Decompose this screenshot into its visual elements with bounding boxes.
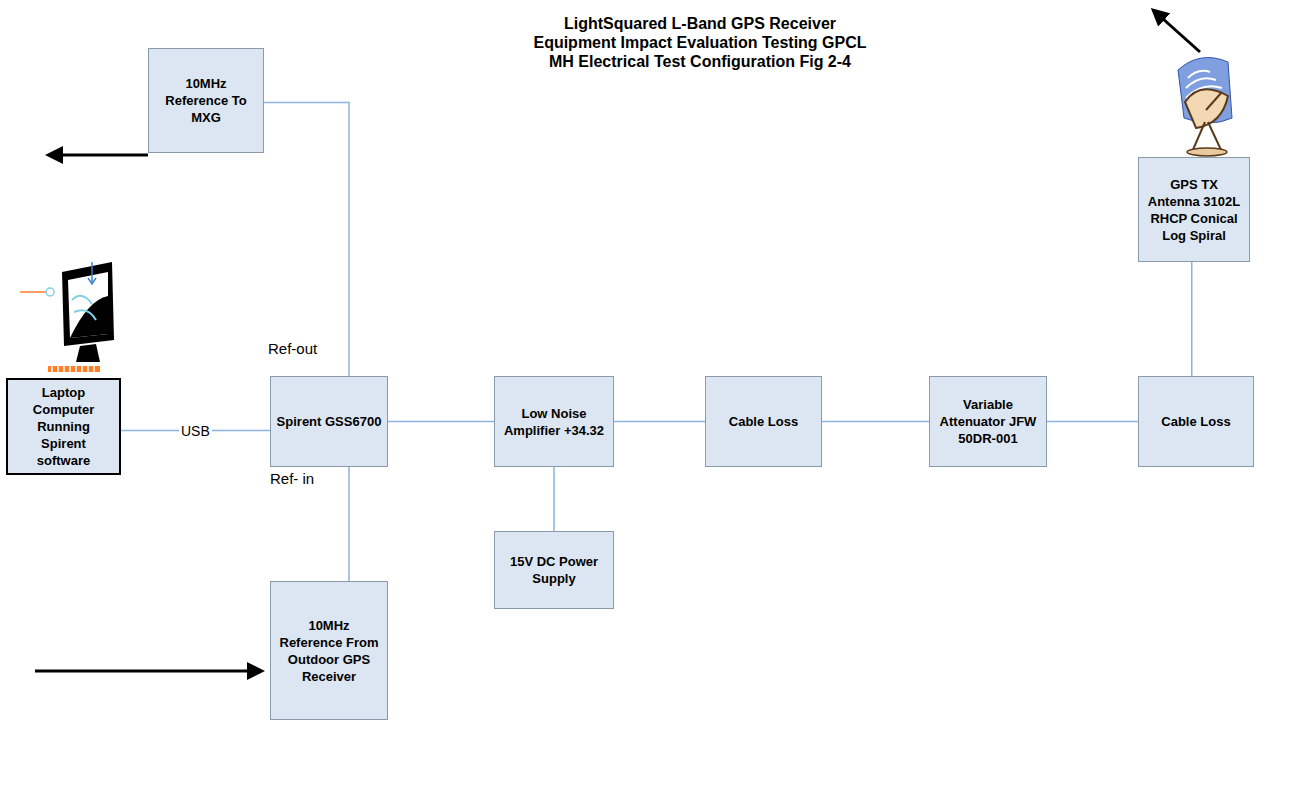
port-label: Ref-out bbox=[268, 340, 317, 358]
edge-label: USB bbox=[179, 423, 212, 439]
process-box: Low Noise Amplifier +34.32 bbox=[494, 376, 614, 467]
arrow-up-left bbox=[1162, 18, 1200, 52]
box-label: Laptop Computer Running Spirent software bbox=[13, 384, 114, 469]
antenna-icon bbox=[1178, 58, 1232, 157]
diagram-title: LightSquared L-Band GPS Receiver Equipme… bbox=[525, 14, 875, 71]
arrow-out-left bbox=[60, 155, 148, 156]
process-box: 10MHz Reference From Outdoor GPS Receive… bbox=[270, 581, 388, 720]
box-label: 10MHz Reference From Outdoor GPS Receive… bbox=[276, 617, 382, 685]
process-box: 15V DC Power Supply bbox=[494, 531, 614, 609]
port-label: Ref- in bbox=[270, 470, 314, 488]
connector-line bbox=[388, 421, 494, 423]
process-box: 10MHz Reference To MXG bbox=[148, 48, 264, 153]
connector-line bbox=[614, 421, 705, 423]
connector-line bbox=[822, 421, 929, 423]
box-label: Variable Attenuator JFW 50DR-001 bbox=[935, 396, 1041, 447]
connector-line bbox=[1191, 262, 1193, 376]
box-label: Low Noise Amplifier +34.32 bbox=[500, 405, 608, 439]
box-label: 10MHz Reference To MXG bbox=[154, 75, 258, 126]
box-label: GPS TX Antenna 3102L RHCP Conical Log Sp… bbox=[1144, 176, 1244, 244]
connector-line bbox=[553, 467, 555, 531]
process-box: Cable Loss bbox=[1138, 376, 1254, 467]
connector-line bbox=[348, 467, 350, 581]
process-box: Spirent GSS6700 bbox=[270, 376, 388, 467]
box-label: Cable Loss bbox=[729, 413, 798, 430]
connector-line bbox=[264, 103, 349, 376]
connector-line bbox=[1047, 421, 1138, 423]
arrow-in-right bbox=[35, 671, 250, 672]
process-box: Laptop Computer Running Spirent software bbox=[6, 378, 121, 475]
process-box: Cable Loss bbox=[705, 376, 822, 467]
box-label: Spirent GSS6700 bbox=[277, 413, 382, 430]
computer-icon bbox=[20, 262, 114, 372]
box-label: Cable Loss bbox=[1161, 413, 1230, 430]
process-box: GPS TX Antenna 3102L RHCP Conical Log Sp… bbox=[1138, 157, 1250, 262]
process-box: Variable Attenuator JFW 50DR-001 bbox=[929, 376, 1047, 467]
box-label: 15V DC Power Supply bbox=[500, 553, 608, 587]
